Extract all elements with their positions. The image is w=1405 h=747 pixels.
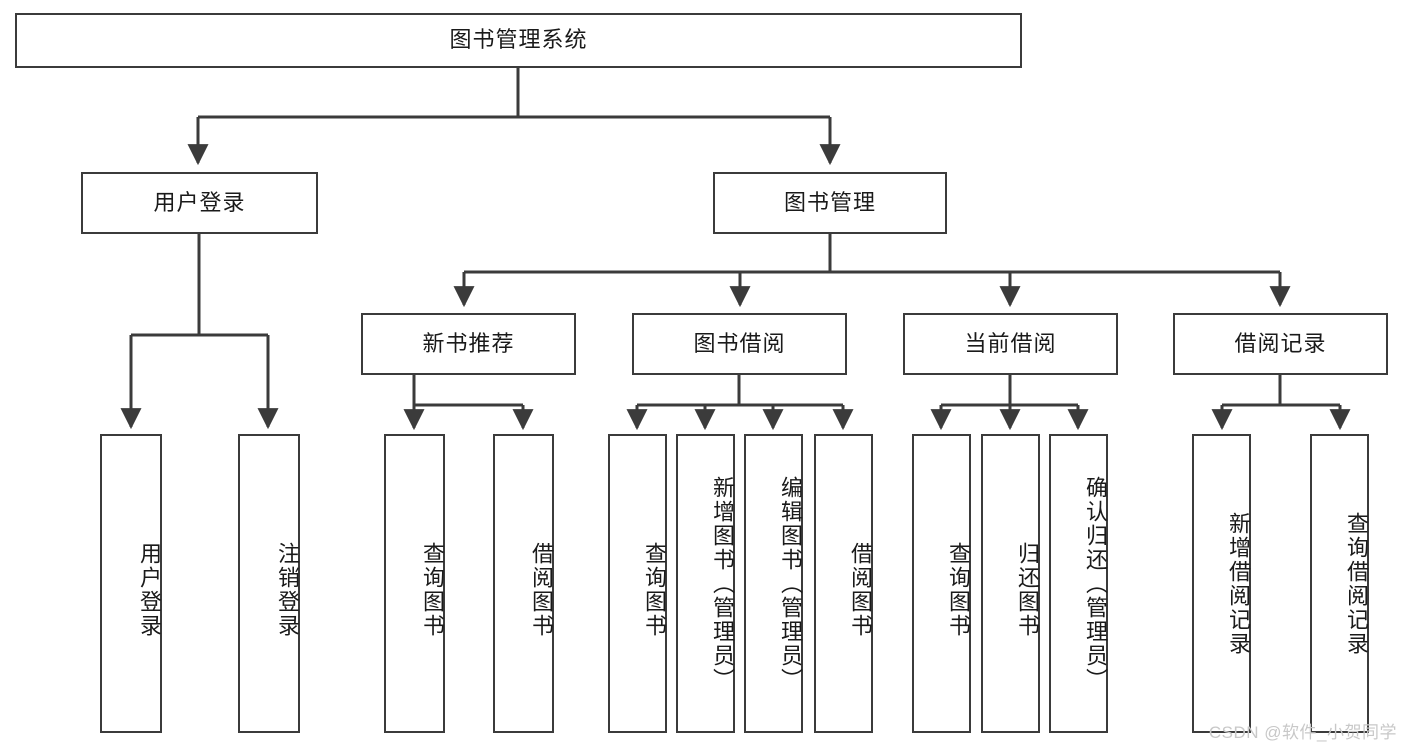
leaf-borrow-book[interactable]: 借阅图书	[814, 434, 873, 733]
node-label: 新增图书（管理员）	[710, 475, 735, 692]
leaf-user-login[interactable]: 用户登录	[100, 434, 162, 733]
leaf-return-book[interactable]: 归还图书	[981, 434, 1040, 733]
node-label: 图书管理	[783, 189, 876, 215]
leaf-logout[interactable]: 注销登录	[238, 434, 300, 733]
node-new-book-recommend[interactable]: 新书推荐	[361, 313, 576, 375]
leaf-add-borrow-record[interactable]: 新增借阅记录	[1192, 434, 1251, 733]
leaf-confirm-return-admin[interactable]: 确认归还（管理员）	[1049, 434, 1108, 733]
node-label: 当前借阅	[964, 330, 1057, 356]
node-user-login[interactable]: 用户登录	[81, 172, 318, 234]
node-label: 查询图书	[946, 541, 971, 638]
node-book-borrow[interactable]: 图书借阅	[632, 313, 847, 375]
node-root-system[interactable]: 图书管理系统	[15, 13, 1022, 68]
node-label: 查询图书	[420, 541, 445, 638]
node-label: 确认归还（管理员）	[1083, 475, 1108, 692]
node-label: 归还图书	[1015, 541, 1040, 638]
node-label: 图书借阅	[693, 330, 786, 356]
node-label: 查询借阅记录	[1344, 511, 1369, 656]
node-label: 借阅图书	[529, 541, 554, 638]
leaf-add-book-admin[interactable]: 新增图书（管理员）	[676, 434, 735, 733]
node-label: 注销登录	[275, 541, 300, 638]
watermark: CSDN @软件_小贺同学	[1208, 723, 1397, 742]
leaf-query-book-new[interactable]: 查询图书	[384, 434, 445, 733]
leaf-borrow-book-new[interactable]: 借阅图书	[493, 434, 554, 733]
leaf-query-borrow-record[interactable]: 查询借阅记录	[1310, 434, 1369, 733]
node-label: 新书推荐	[422, 330, 515, 356]
node-label: 图书管理系统	[449, 27, 588, 53]
node-label: 新增借阅记录	[1226, 511, 1251, 656]
node-label: 用户登录	[137, 541, 162, 638]
node-label: 借阅图书	[848, 541, 873, 638]
leaf-query-book-borrow[interactable]: 查询图书	[608, 434, 667, 733]
node-book-management[interactable]: 图书管理	[713, 172, 947, 234]
node-label: 查询图书	[642, 541, 667, 638]
node-label: 编辑图书（管理员）	[778, 475, 803, 692]
leaf-query-book-current[interactable]: 查询图书	[912, 434, 971, 733]
node-borrow-record[interactable]: 借阅记录	[1173, 313, 1388, 375]
node-current-borrow[interactable]: 当前借阅	[903, 313, 1118, 375]
node-label: 用户登录	[153, 189, 246, 215]
node-label: 借阅记录	[1234, 330, 1327, 356]
leaf-edit-book-admin[interactable]: 编辑图书（管理员）	[744, 434, 803, 733]
